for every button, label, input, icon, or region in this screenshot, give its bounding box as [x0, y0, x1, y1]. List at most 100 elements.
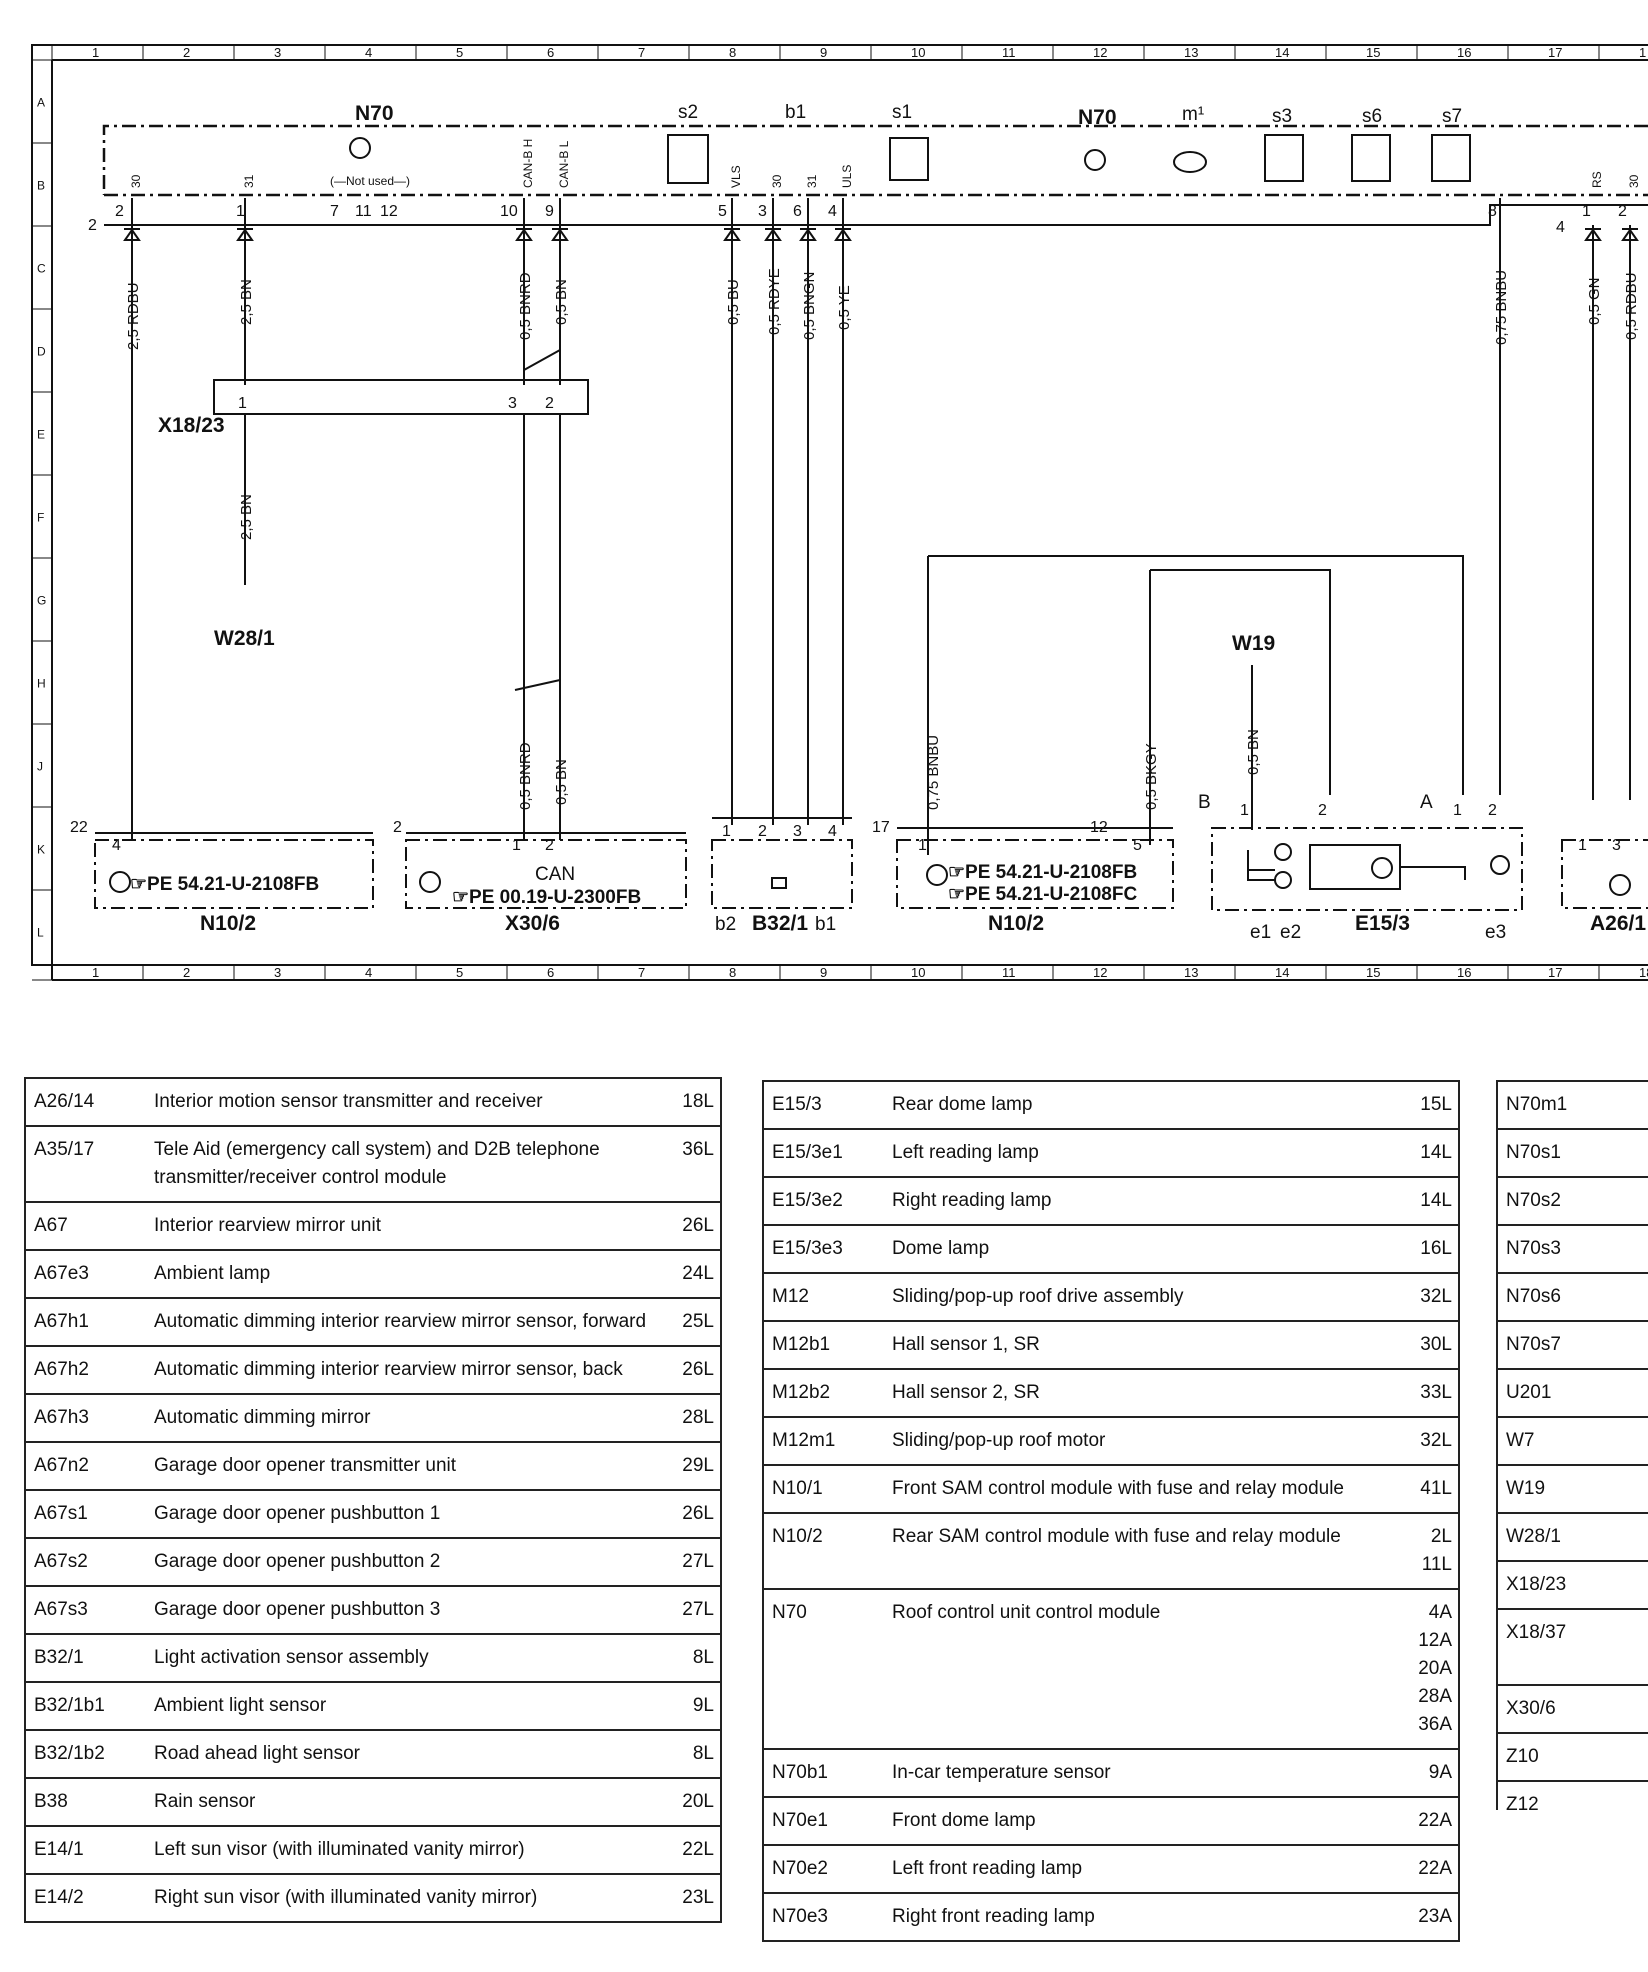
grid-col-label: 15 [1366, 965, 1380, 980]
legend-row: Z10Co [1496, 1732, 1648, 1782]
x30-pin-2: 2 [393, 819, 402, 836]
legend-code: W19 [1496, 1464, 1612, 1514]
connector-arrow [799, 228, 817, 241]
legend-code: E15/3 [762, 1080, 884, 1130]
connector-arrow [1621, 228, 1639, 241]
legend-description: Sliding/pop-up roof motor [884, 1416, 1398, 1466]
legend-row: Z12Co [1496, 1780, 1648, 1810]
legend-reference: 24L [660, 1249, 722, 1299]
legend-code: N70s2 [1496, 1176, 1612, 1226]
pin-10: 10 [500, 203, 518, 220]
s3-label: s3 [1272, 106, 1292, 127]
legend-code: M12m1 [762, 1416, 884, 1466]
wire-label-rdbu: 2,5 RDBU [125, 282, 142, 350]
legend-description: Garage door opener pushbutton 2 [146, 1537, 660, 1587]
legend-reference: 32L [1398, 1272, 1460, 1322]
can-label: CAN [535, 864, 575, 885]
connector-a-label: A [1420, 792, 1433, 813]
n10-pin-4: 4 [112, 837, 121, 854]
n10b-pin-1: 1 [918, 837, 927, 854]
wire-label-bn-2: 0,5 BN [553, 279, 570, 325]
legend-description: Gr [1612, 1512, 1648, 1562]
n10-2-left-label: N10/2 [200, 912, 256, 935]
legend-code: E15/3e1 [762, 1128, 884, 1178]
pin-2-left: 2 [88, 217, 97, 234]
grid-col-label: 1 [92, 45, 99, 60]
legend-description: Left sun visor (with illuminated vanity … [146, 1825, 660, 1875]
legend-code: N70s3 [1496, 1224, 1612, 1274]
legend-code: N70s7 [1496, 1320, 1612, 1370]
legend-code: W7 [1496, 1416, 1612, 1466]
terminal-31: 31 [242, 174, 256, 188]
pe-ref-2: ☞PE 00.19-U-2300FB [452, 887, 641, 908]
pin-3: 3 [758, 203, 767, 220]
legend-description: Hall sensor 1, SR [884, 1320, 1398, 1370]
legend-description: Front dome lamp [884, 1796, 1398, 1846]
e2-label: e2 [1280, 922, 1301, 943]
legend-code: N70e2 [762, 1844, 884, 1894]
grid-col-label: 4 [365, 965, 372, 980]
pin-9: 9 [545, 203, 554, 220]
legend-description: Co [1612, 1732, 1648, 1782]
s7-label: s7 [1442, 106, 1462, 127]
n10b-pin-17: 17 [872, 819, 890, 836]
s6-label: s6 [1362, 106, 1382, 127]
legend-code: B38 [24, 1777, 146, 1827]
n70-mid-label: N70 [1078, 106, 1117, 129]
e15-pin-1: 1 [1240, 802, 1249, 819]
b32-pin-1: 1 [722, 823, 731, 840]
pin-1-right: 1 [1582, 203, 1591, 220]
legend-table-3: N70m1InN70s1SlN70s2ReN70s3DoN70s6LeN70s7… [1496, 1080, 1648, 1810]
x18-23-label: X18/23 [158, 414, 225, 437]
legend-code: X30/6 [1496, 1684, 1612, 1734]
e15-pin-1b: 1 [1453, 802, 1462, 819]
legend-reference: 26L [660, 1489, 722, 1539]
n10b-pin-12: 12 [1090, 819, 1108, 836]
legend-description: Interior rearview mirror unit [146, 1201, 660, 1251]
terminal-can-h: CAN-B H [521, 139, 535, 188]
legend-description: Road ahead light sensor [146, 1729, 660, 1779]
terminal-can-l: CAN-B L [557, 140, 571, 188]
legend-reference: 22L [660, 1825, 722, 1875]
grid-col-label: 14 [1275, 965, 1289, 980]
wire-label-bu: 0,5 BU [725, 279, 742, 325]
legend-description: Te co [1612, 1608, 1648, 1686]
e3-label: e3 [1485, 922, 1506, 943]
terminal-rs: RS [1590, 171, 1604, 188]
legend-code: N70e3 [762, 1892, 884, 1942]
wire-label-bn-1: 2,5 BN [238, 279, 255, 325]
legend-reference: 14L [1398, 1128, 1460, 1178]
b1-bottom-label: b1 [815, 914, 836, 935]
w28-1-label: W28/1 [214, 627, 275, 650]
connector-arrow [515, 228, 533, 241]
grid-col-label: 4 [365, 45, 372, 60]
legend-code: A26/14 [24, 1077, 146, 1127]
legend-description: Do [1612, 1224, 1648, 1274]
terminal-vls: VLS [729, 165, 743, 188]
legend-description: Garage door opener pushbutton 1 [146, 1489, 660, 1539]
connector-arrow [834, 228, 852, 241]
terminal-31b: 31 [805, 174, 819, 188]
not-used-label: (—Not used—) [330, 174, 410, 188]
legend-description: Rear dome lamp [884, 1080, 1398, 1130]
grid-col-label: 7 [638, 45, 645, 60]
legend-description: In [1612, 1080, 1648, 1130]
legend-row: N70s2Re [1496, 1176, 1648, 1226]
n10b-pin-5: 5 [1133, 837, 1142, 854]
wire-label-bkgy: 0,5 BKGY [1143, 743, 1160, 810]
grid-row-label: G [37, 594, 46, 608]
grid-col-label: 3 [274, 965, 281, 980]
legend-reference: 27L [660, 1537, 722, 1587]
grid-col-label: 6 [547, 45, 554, 60]
connector-arrow [123, 228, 141, 241]
wire-label-bngn: 0,5 BNGN [801, 272, 818, 340]
x18-pin-1: 1 [238, 395, 247, 412]
grid-col-label: 15 [1366, 45, 1380, 60]
legend-code: A67h2 [24, 1345, 146, 1395]
grid-col-label: 9 [820, 965, 827, 980]
